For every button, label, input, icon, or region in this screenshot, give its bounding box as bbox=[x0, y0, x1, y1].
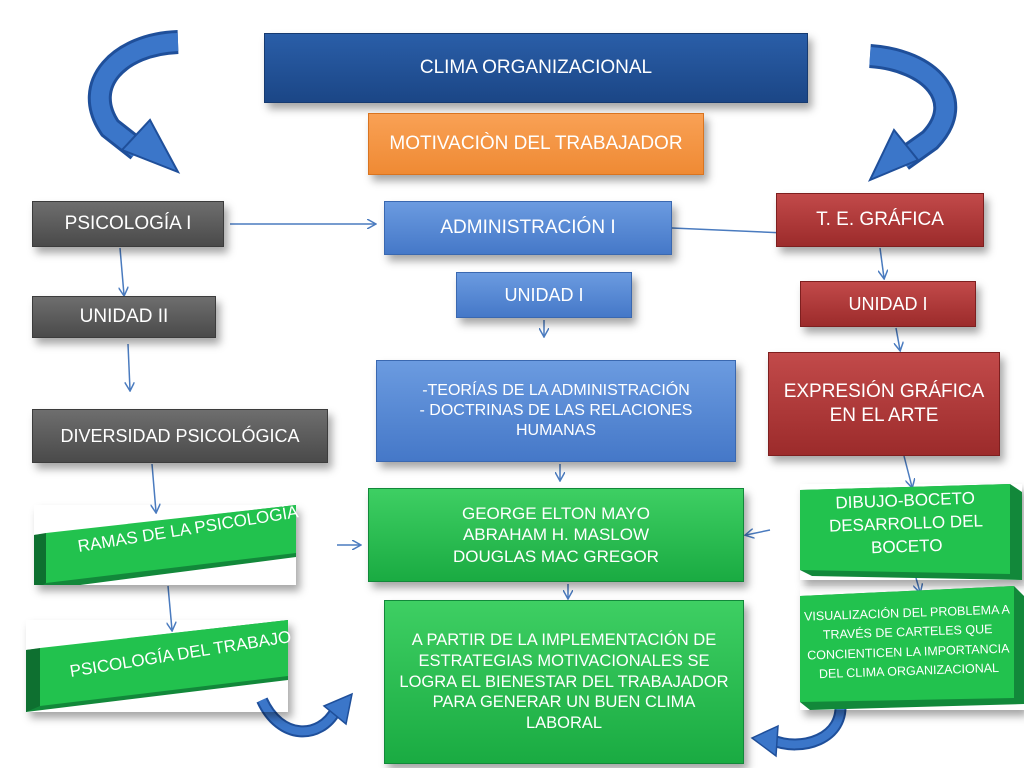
connector-expresion-dibujo bbox=[903, 455, 912, 487]
curved-arrow-bottom-left-icon bbox=[256, 692, 354, 738]
conclusion-line-5: LABORAL bbox=[525, 713, 603, 732]
connector-psico-unidad bbox=[120, 247, 124, 295]
trabajo-slab: PSICOLOGÍA DEL TRABAJO bbox=[26, 620, 293, 712]
subtitle-text: MOTIVACIÒN DEL TRABAJADOR bbox=[389, 133, 683, 155]
expresion-box: EXPRESIÓN GRÁFICA EN EL ARTE bbox=[768, 352, 1000, 456]
unidad-i-right-text: UNIDAD I bbox=[848, 293, 928, 314]
ramas-slab: RAMAS DE LA PSICOLOGÍA bbox=[34, 502, 300, 591]
unidad-i-center-box: UNIDAD I bbox=[456, 272, 632, 318]
autor-1: GEORGE ELTON MAYO bbox=[462, 504, 650, 524]
teg-text: T. E. GRÁFICA bbox=[816, 209, 944, 231]
autores-box: GEORGE ELTON MAYO ABRAHAM H. MASLOW DOUG… bbox=[368, 488, 744, 582]
visual-text: VISUALIZACIÓN DEL PROBLEMA A TRAVÉS DE C… bbox=[801, 600, 1016, 685]
ramas-slab-shape bbox=[34, 505, 296, 591]
teorias-box: -TEORÍAS DE LA ADMINISTRACIÓN - DOCTRINA… bbox=[376, 360, 736, 462]
unidad-ii-text: UNIDAD II bbox=[79, 306, 169, 328]
connector-unidad-expresion bbox=[896, 327, 900, 350]
connector-teg-unidad bbox=[880, 247, 884, 278]
conclusion-line-3: LOGRA EL BIENESTAR DEL TRABAJADOR bbox=[399, 672, 729, 691]
visual-slab-shape bbox=[800, 586, 1024, 710]
connector-diversidad-ramas bbox=[152, 463, 156, 512]
psicologia-box: PSICOLOGÍA I bbox=[32, 201, 224, 247]
psicologia-text: PSICOLOGÍA I bbox=[64, 213, 192, 235]
teorias-line-1: -TEORÍAS DE LA ADMINISTRACIÓN bbox=[422, 382, 690, 399]
conclusion-line-2: ESTRATEGIAS MOTIVACIONALES SE bbox=[418, 652, 710, 671]
connector-ramas-trabajo bbox=[168, 585, 172, 630]
autor-3: DOUGLAS MAC GREGOR bbox=[453, 546, 659, 566]
connector-admin-teg bbox=[671, 227, 785, 233]
dibujo-slab-shape bbox=[800, 484, 1022, 580]
title-box: CLIMA ORGANIZACIONAL bbox=[264, 33, 808, 103]
teg-box: T. E. GRÁFICA bbox=[776, 193, 984, 247]
expresion-line-1: EXPRESIÓN GRÁFICA bbox=[783, 381, 985, 403]
unidad-i-center-text: UNIDAD I bbox=[504, 284, 584, 305]
diversidad-text: DIVERSIDAD PSICOLÓGICA bbox=[60, 425, 300, 446]
subtitle-box: MOTIVACIÒN DEL TRABAJADOR bbox=[368, 113, 704, 175]
title-text: CLIMA ORGANIZACIONAL bbox=[419, 57, 653, 79]
connector-dibujo-autores bbox=[746, 530, 771, 535]
autor-2: ABRAHAM H. MASLOW bbox=[462, 525, 650, 545]
visual-slab: VISUALIZACIÓN DEL PROBLEMA A TRAVÉS DE C… bbox=[800, 586, 1024, 710]
conclusion-line-4: PARA GENERAR UN BUEN CLIMA bbox=[432, 693, 696, 712]
curved-arrow-top-right-icon bbox=[867, 44, 958, 182]
trabajo-slab-shape bbox=[26, 620, 288, 712]
expresion-line-2: EN EL ARTE bbox=[829, 405, 939, 426]
curved-arrow-bottom-right-icon bbox=[750, 699, 847, 758]
diversidad-box: DIVERSIDAD PSICOLÓGICA bbox=[32, 409, 328, 463]
conclusion-box: A PARTIR DE LA IMPLEMENTACIÓN DE ESTRATE… bbox=[384, 600, 744, 764]
unidad-i-right-box: UNIDAD I bbox=[800, 281, 976, 327]
administracion-box: ADMINISTRACIÓN I bbox=[384, 201, 672, 255]
dibujo-slab: DIBUJO-BOCETO DESARROLLO DEL BOCETO bbox=[800, 484, 1022, 580]
administracion-text: ADMINISTRACIÓN I bbox=[440, 217, 616, 239]
dibujo-text: DIBUJO-BOCETO DESARROLLO DEL BOCETO bbox=[805, 487, 1007, 563]
teorias-line-2: - DOCTRINAS DE LAS RELACIONES bbox=[419, 402, 693, 419]
connector-dibujo-visual bbox=[916, 577, 920, 592]
conclusion-line-1: A PARTIR DE LA IMPLEMENTACIÓN DE bbox=[411, 631, 717, 650]
unidad-ii-box: UNIDAD II bbox=[32, 296, 216, 338]
connector-unidad-diversidad bbox=[128, 343, 130, 390]
teorias-line-3: HUMANAS bbox=[515, 422, 596, 439]
curved-arrow-top-left-icon bbox=[87, 30, 181, 174]
